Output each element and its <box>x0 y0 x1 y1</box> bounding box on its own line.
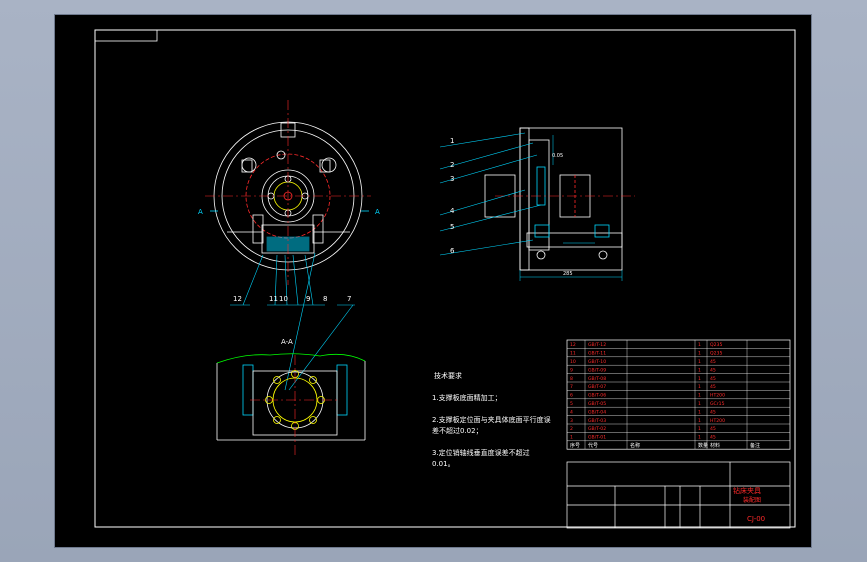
cad-drawing: A A 12 11 10 9 8 7 <box>94 29 796 529</box>
bom-cell: Q235 <box>710 342 722 348</box>
bom-cell: HT200 <box>710 393 725 399</box>
bom-cell: Q235 <box>710 351 722 357</box>
technical-notes: 技术要求 1.支撑板底面精加工； 2.支撑板定位面与夹具体底面平行度误差不超过0… <box>432 360 552 481</box>
notes-line-3: 3.定位销轴线垂直度误差不超过0.01。 <box>432 449 530 468</box>
section-centerlines <box>250 355 340 455</box>
balloon-2: 2 <box>450 161 454 169</box>
bom-cell: 7 <box>570 384 573 390</box>
dim-width: 285 <box>563 271 573 277</box>
bom-cell: 6 <box>570 393 573 399</box>
bom-cell: GB/T-09 <box>588 367 606 373</box>
bom-cell: 5 <box>570 401 573 407</box>
section-label: A-A <box>281 338 293 346</box>
bom-cell: GB/T-02 <box>588 426 606 432</box>
bom-cell: 3 <box>570 418 573 424</box>
bom-cell: 1 <box>698 351 701 357</box>
balloon-6: 6 <box>450 247 455 255</box>
section-marker-left: A <box>198 208 203 216</box>
bom-cell: GB/T-11 <box>588 351 606 357</box>
title-block-code: CJ-00 <box>747 515 765 523</box>
bom-cell: GB/T-07 <box>588 384 606 390</box>
bom-cell: 45 <box>710 426 716 432</box>
section-marker-right: A <box>375 208 380 216</box>
bom-cell: 12 <box>570 342 576 348</box>
bom-cell: GB/T-05 <box>588 401 606 407</box>
title-block <box>566 461 791 529</box>
bom-cell: 1 <box>698 367 701 373</box>
bom-cell: GB/T-08 <box>588 376 606 382</box>
bom-header-cell: 数量 <box>698 442 708 449</box>
bom-cell: 1 <box>698 342 701 348</box>
bom-cell: GCr15 <box>710 401 725 407</box>
balloon-11: 11 <box>269 295 278 303</box>
bom-cell: 9 <box>570 367 573 373</box>
bom-header-cell: 序号 <box>570 442 580 449</box>
bom-cell: 1 <box>570 435 573 441</box>
bom-cell: 1 <box>698 359 701 365</box>
balloon-10: 10 <box>279 295 288 303</box>
bom-cell: 45 <box>710 409 716 415</box>
side-leaders <box>439 132 542 256</box>
notes-line-1: 1.支撑板底面精加工； <box>432 394 502 402</box>
bom-cell: 45 <box>710 384 716 390</box>
bom-cell: 45 <box>710 376 716 382</box>
bom-cell: GB/T-12 <box>588 342 606 348</box>
title-tag <box>94 29 158 42</box>
bom-cell: 1 <box>698 418 701 424</box>
bom-border <box>566 339 791 450</box>
bom-header-cell: 材料 <box>710 442 720 449</box>
bom-cell: 45 <box>710 367 716 373</box>
title-block-name: 钻床夹具 <box>733 486 761 495</box>
bom-cell: GB/T-01 <box>588 435 606 441</box>
bom-cell: 1 <box>698 435 701 441</box>
balloon-7: 7 <box>347 295 351 303</box>
bom-cell: 8 <box>570 376 573 382</box>
bom-cell: 1 <box>698 393 701 399</box>
bom-cell: 45 <box>710 359 716 365</box>
bom-header-cell: 名称 <box>630 442 640 449</box>
bom-cell: GB/T-03 <box>588 418 606 424</box>
drawing-canvas: A A 12 11 10 9 8 7 <box>55 15 811 547</box>
title-block-subtitle: 装配图 <box>743 496 761 504</box>
outer-frame <box>94 29 796 528</box>
bom-cell: 1 <box>698 426 701 432</box>
bom-cell: 10 <box>570 359 576 365</box>
bom-cell: 1 <box>698 401 701 407</box>
bom-cell: GB/T-06 <box>588 393 606 399</box>
front-centerlines <box>205 100 371 285</box>
balloon-9: 9 <box>306 295 310 303</box>
bom-cell: GB/T-10 <box>588 359 606 365</box>
front-leaders <box>230 252 355 391</box>
bom-cell: 4 <box>570 409 573 415</box>
balloon-3: 3 <box>450 175 454 183</box>
bom-cell: 1 <box>698 376 701 382</box>
bom-cell: 1 <box>698 384 701 390</box>
bom-cell: 45 <box>710 435 716 441</box>
balloon-1: 1 <box>450 137 454 145</box>
section-view <box>216 353 366 441</box>
bom-header-cell: 备注 <box>750 442 760 449</box>
side-dimensions <box>519 135 623 281</box>
bom-cell: HT200 <box>710 418 725 424</box>
bom-cell: 11 <box>570 351 576 357</box>
dim-top: 0.05 <box>552 153 563 159</box>
balloon-5: 5 <box>450 223 454 231</box>
balloon-8: 8 <box>323 295 327 303</box>
bom-header-cell: 代号 <box>588 442 598 449</box>
balloon-12: 12 <box>233 295 242 303</box>
bom-cell: GB/T-04 <box>588 409 606 415</box>
balloon-4: 4 <box>450 207 455 215</box>
bom-cell: 2 <box>570 426 573 432</box>
notes-title: 技术要求 <box>434 372 462 380</box>
bom-cell: 1 <box>698 409 701 415</box>
notes-line-2: 2.支撑板定位面与夹具体底面平行度误差不超过0.02； <box>432 416 551 435</box>
side-view <box>484 127 623 271</box>
